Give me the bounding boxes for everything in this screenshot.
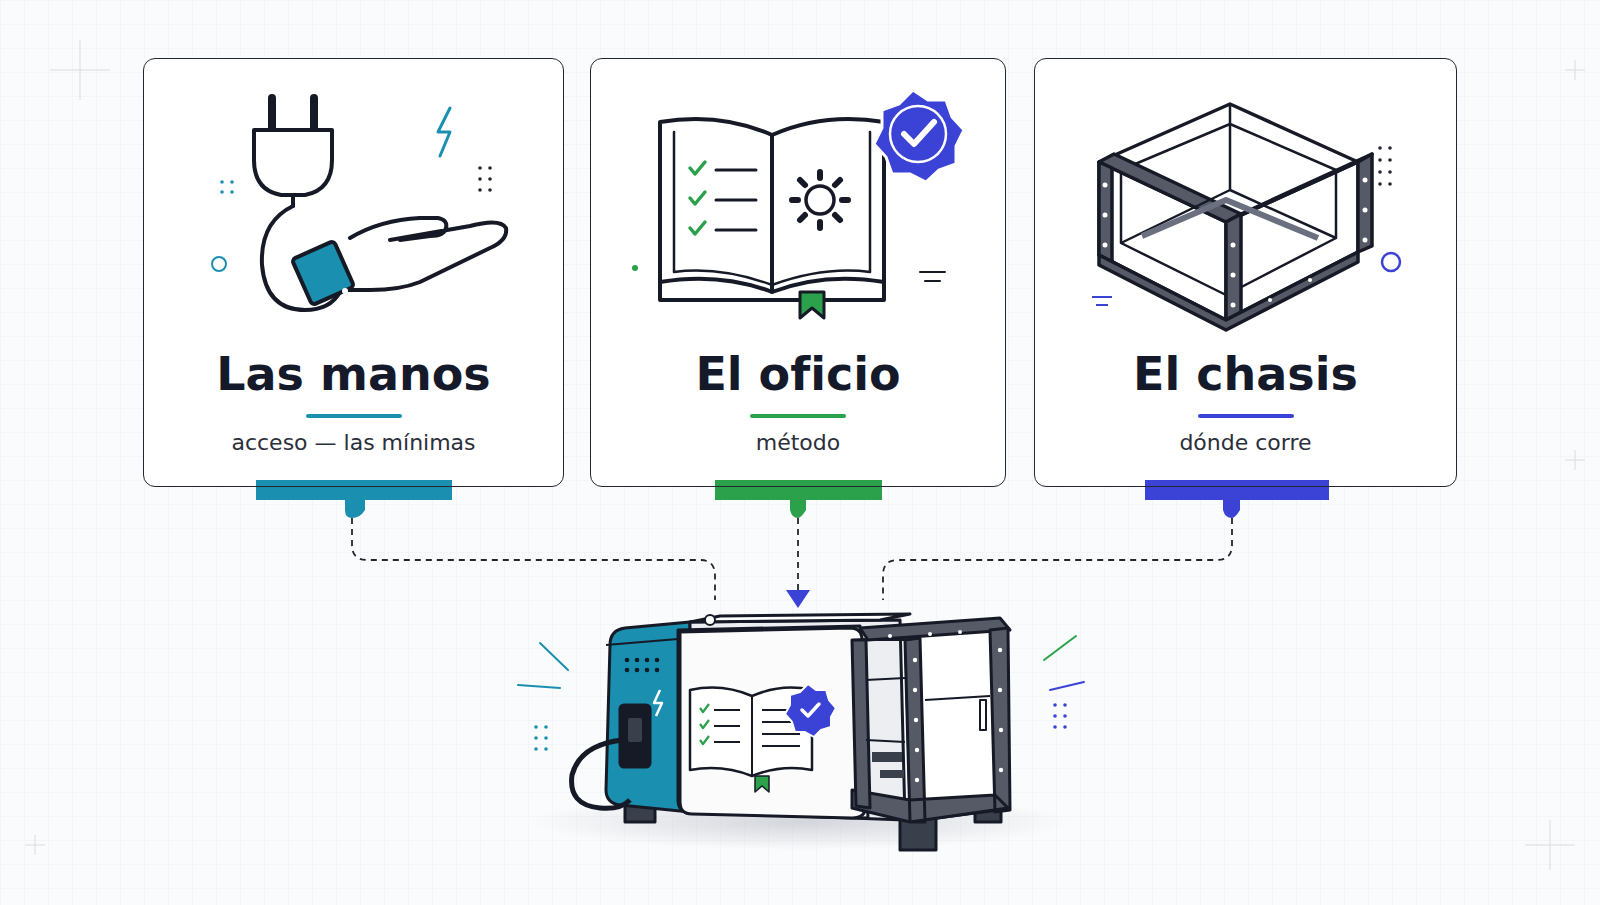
- chassis-icon: [1092, 104, 1400, 330]
- plug-hand-icon: [212, 98, 506, 310]
- accent-bar: [750, 414, 846, 418]
- arrow-head: [786, 590, 810, 608]
- accent-bar: [306, 414, 402, 418]
- card-tab: [256, 480, 1329, 518]
- card-heading: El oficio: [695, 349, 900, 400]
- concept-card: El oficio método: [590, 58, 1006, 487]
- dots: [478, 166, 492, 192]
- dots: [1053, 703, 1067, 729]
- corner-marks: [25, 40, 1585, 870]
- dots: [220, 180, 234, 194]
- card-subtitle: método: [756, 430, 840, 456]
- dot: [632, 265, 638, 271]
- motion-marks: [518, 636, 1084, 690]
- accent-bar: [1198, 414, 1294, 418]
- machine-illustration: [530, 614, 1070, 850]
- concept-card: Las manos acceso — las mínimas: [143, 58, 564, 487]
- check-badge: [874, 90, 964, 182]
- dashed-link: [352, 518, 1232, 600]
- card-heading: El chasis: [1133, 349, 1358, 400]
- concept-card: El chasis dónde corre: [1034, 58, 1457, 487]
- dots: [534, 725, 548, 751]
- card-subtitle: acceso — las mínimas: [231, 430, 475, 456]
- dots: [1378, 146, 1392, 186]
- card-subtitle: dónde corre: [1179, 430, 1311, 456]
- card-heading: Las manos: [216, 349, 490, 400]
- card-ground: [143, 58, 1457, 487]
